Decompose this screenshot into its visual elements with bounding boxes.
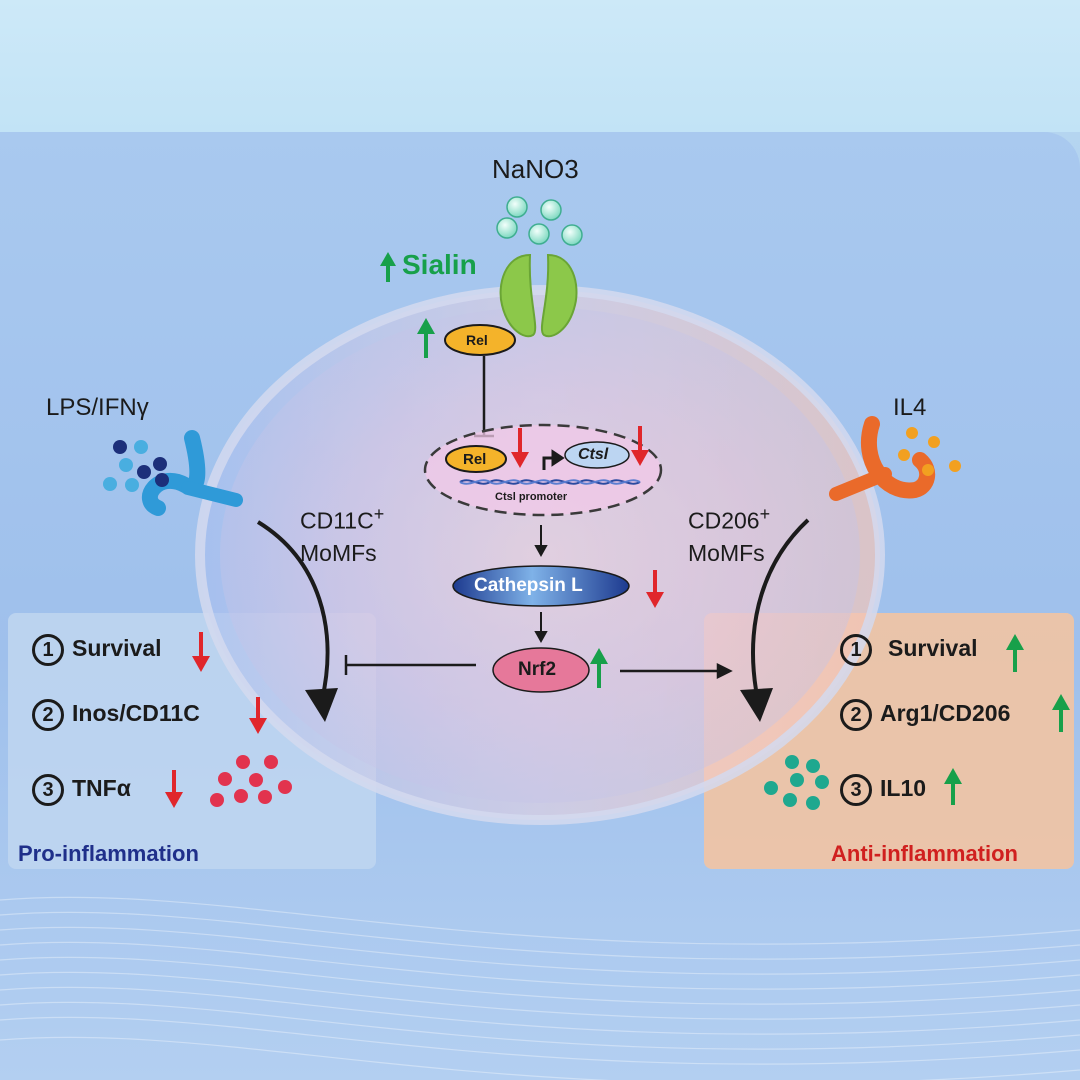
dna-helix-icon [459, 479, 641, 485]
arrow-to-cathepsin [534, 525, 548, 558]
sialin-label: Sialin [402, 249, 477, 280]
promoter-text: Ctsl promoter [495, 491, 568, 503]
cd206-sup: + [759, 504, 771, 524]
anti-item-survival: 1 Survival [840, 634, 978, 666]
cd206-sub: MoMFs [688, 539, 765, 566]
cd11c-title: CD11C [300, 507, 374, 534]
pro-inos-down-arrow-icon [249, 697, 267, 734]
nrf2-up-arrow-icon [590, 648, 608, 688]
sialin-transporter-icon [499, 253, 578, 338]
rel-promoter-label: Rel [463, 451, 487, 468]
pro-item-survival: 1 Survival [32, 634, 162, 666]
pro-item-label: Survival [72, 635, 162, 662]
anti-il10-up-arrow-icon [944, 768, 962, 805]
il4-label: IL4 [893, 394, 927, 421]
pro-survival-down-arrow-icon [192, 632, 210, 672]
cathepsin-label: Cathepsin L [474, 575, 583, 596]
anti-caption: Anti-inflammation [831, 841, 1018, 866]
cd206-title: CD206 [688, 507, 760, 534]
rel-protein-top [444, 324, 516, 356]
rel-protein-promoter [445, 445, 507, 473]
anti-item-number: 2 [840, 699, 872, 731]
anti-item-number: 3 [840, 774, 872, 806]
sialin-up-arrow-icon [380, 252, 396, 282]
pro-tnf-down-arrow-icon [165, 770, 183, 808]
top-band [0, 0, 1080, 132]
anti-item-label: IL10 [880, 775, 927, 802]
cathepsin-down-arrow-icon [646, 570, 664, 608]
rel-top-label: Rel [466, 332, 488, 348]
nrf2-inhibition-left [344, 655, 476, 675]
pro-item-label: TNFα [72, 775, 131, 802]
anti-survival-up-arrow-icon [1006, 634, 1024, 672]
cd11c-sup: + [373, 504, 385, 524]
pro-caption: Pro-inflammation [18, 841, 199, 866]
lps-receptor-icon [141, 430, 243, 516]
pro-item-number: 2 [32, 699, 64, 731]
tnf-particles [210, 755, 292, 807]
anti-item-number: 1 [840, 634, 872, 666]
cd206-label: CD206+ MoMFs [688, 498, 770, 569]
ctsl-gene [564, 441, 630, 469]
cd11c-arrowhead [305, 688, 338, 722]
pro-item-inos: 2 Inos/CD11C [32, 699, 200, 731]
ctsl-down-arrow-icon [631, 426, 649, 466]
lps-particles [103, 440, 169, 492]
cd206-curved-arrow [751, 518, 810, 691]
ctsl-label: Ctsl [578, 446, 609, 463]
pro-item-label: Inos/CD11C [72, 700, 200, 727]
rel-down-arrow-icon [511, 428, 529, 468]
anti-item-label: Arg1/CD206 [880, 700, 1011, 727]
cathepsin-l-protein [452, 565, 630, 607]
nrf2-protein [492, 647, 590, 693]
nano3-particles [496, 196, 583, 246]
nano3-label: NaNO3 [492, 154, 579, 185]
pro-item-tnf: 3 TNFα [32, 774, 131, 806]
wave-decoration [0, 896, 1080, 1080]
lps-label: LPS/IFNγ [46, 394, 149, 421]
cd11c-label: CD11C+ MoMFs [300, 498, 384, 569]
anti-arg1-up-arrow-icon [1052, 694, 1070, 732]
arrow-to-nrf2 [534, 612, 548, 644]
nrf2-label: Nrf2 [518, 659, 557, 680]
pro-item-number: 3 [32, 774, 64, 806]
rel-up-arrow-icon [417, 318, 435, 358]
cd206-arrowhead [740, 688, 773, 722]
pro-item-number: 1 [32, 634, 64, 666]
il4-particles [898, 427, 961, 476]
cd11c-curved-arrow [256, 520, 330, 701]
promoter-label: Ctsl promoter [495, 491, 567, 503]
anti-item-arg1: 2 Arg1/CD206 [840, 699, 1010, 731]
cd11c-sub: MoMFs [300, 539, 377, 566]
transcription-start-icon [542, 449, 565, 470]
il10-particles [764, 755, 829, 810]
anti-item-il10: 3 IL10 [840, 774, 926, 806]
nano3-text: NaNO3 [492, 154, 579, 184]
anti-item-label: Survival [888, 635, 978, 662]
nrf2-activation-right [620, 662, 733, 680]
